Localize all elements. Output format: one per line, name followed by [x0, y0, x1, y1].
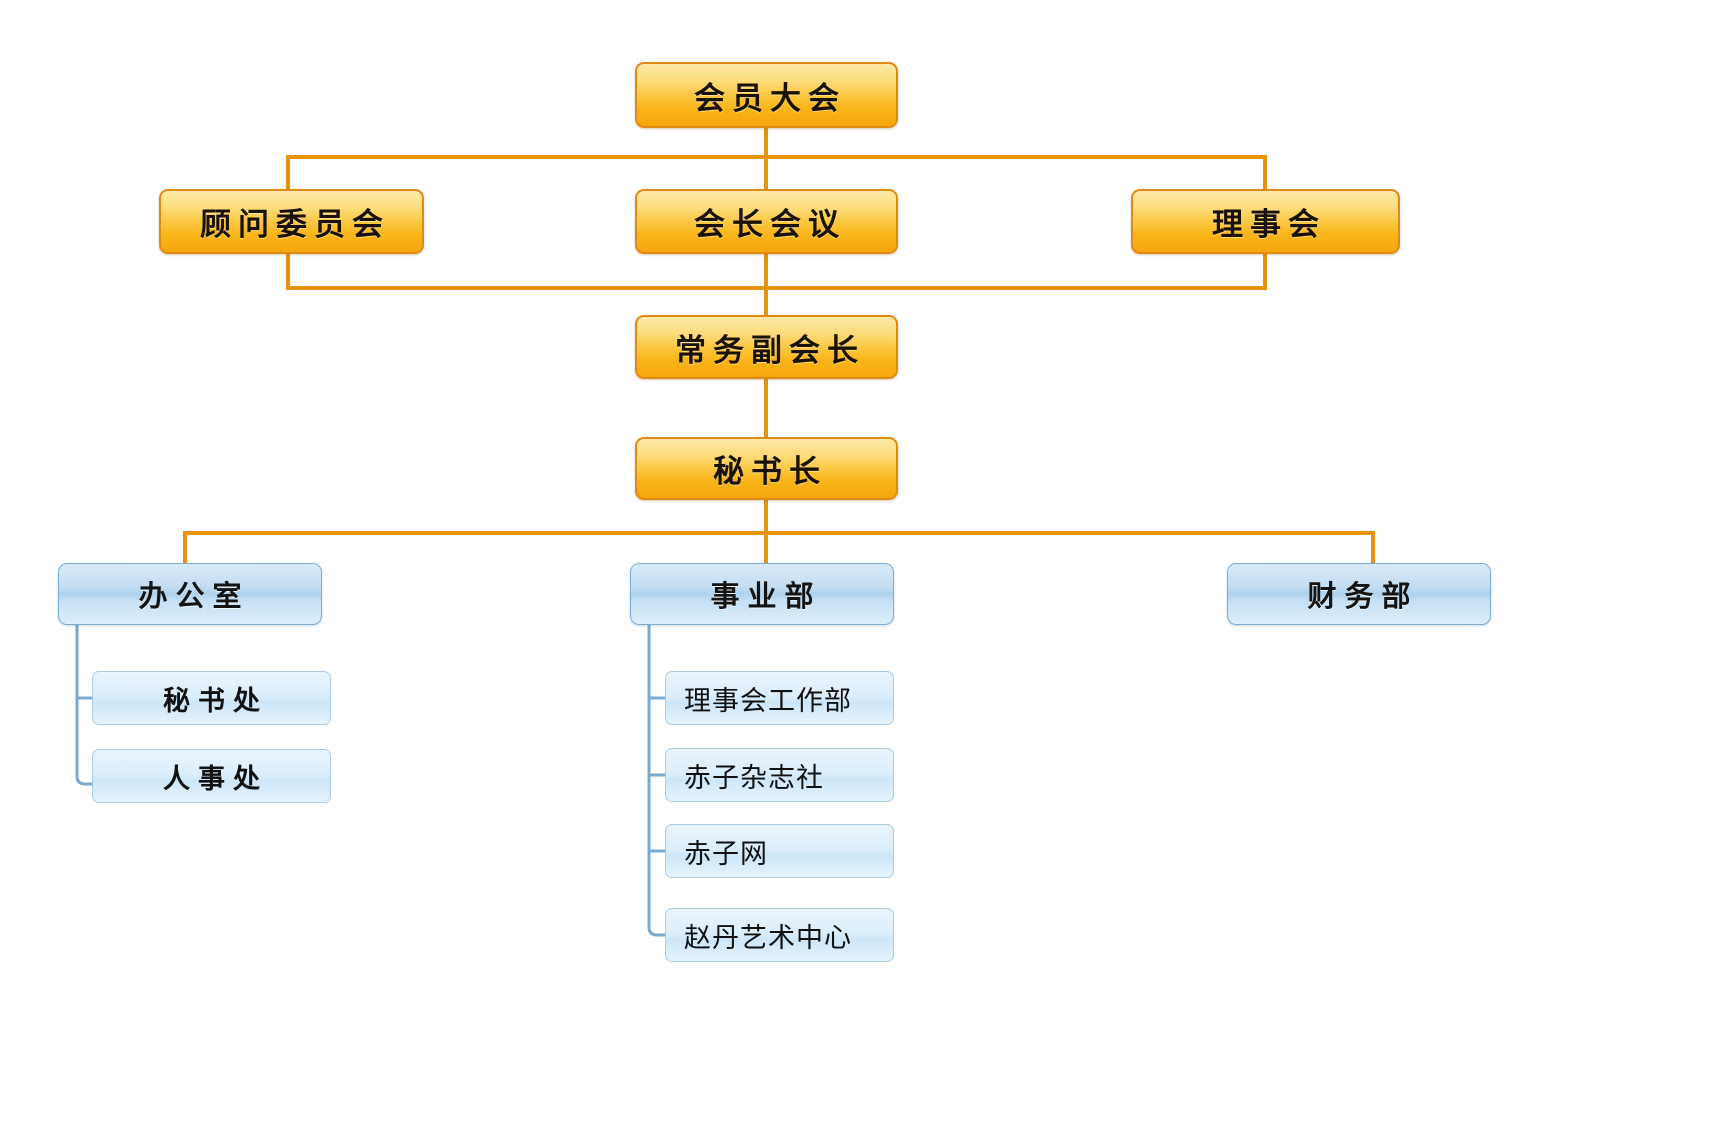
node-personnel-office[interactable]: 人事处 — [92, 749, 331, 803]
node-label: 秘书长 — [713, 454, 827, 490]
node-zhaodan-art-center[interactable]: 赵丹艺术中心 — [665, 908, 894, 962]
node-label: 人事处 — [163, 763, 268, 795]
node-secretariat[interactable]: 秘书处 — [92, 671, 331, 725]
node-chizi-magazine[interactable]: 赤子杂志社 — [665, 748, 894, 802]
node-label: 会长会议 — [694, 207, 846, 243]
node-label: 赵丹艺术中心 — [684, 922, 852, 954]
node-label: 事业部 — [710, 579, 822, 613]
node-label: 秘书处 — [163, 685, 268, 717]
node-label: 理事会 — [1212, 207, 1326, 243]
node-business-division[interactable]: 事业部 — [630, 563, 894, 625]
node-chizi-web[interactable]: 赤子网 — [665, 824, 894, 878]
node-board-of-directors[interactable]: 理事会 — [1131, 189, 1400, 254]
node-label: 赤子杂志社 — [684, 762, 824, 794]
node-assembly[interactable]: 会员大会 — [635, 62, 898, 128]
node-label: 理事会工作部 — [684, 685, 852, 717]
node-office[interactable]: 办公室 — [58, 563, 322, 625]
node-label: 办公室 — [138, 579, 250, 613]
node-label: 赤子网 — [684, 838, 768, 870]
node-secretary-general[interactable]: 秘书长 — [635, 437, 898, 500]
node-president-meeting[interactable]: 会长会议 — [635, 189, 898, 254]
node-label: 会员大会 — [694, 80, 846, 117]
node-finance-department[interactable]: 财务部 — [1227, 563, 1491, 625]
node-label: 财务部 — [1307, 579, 1419, 613]
node-executive-vice-president[interactable]: 常务副会长 — [635, 315, 898, 379]
node-label: 顾问委员会 — [200, 207, 390, 243]
node-advisory-committee[interactable]: 顾问委员会 — [159, 189, 424, 254]
node-board-work-department[interactable]: 理事会工作部 — [665, 671, 894, 725]
node-label: 常务副会长 — [675, 332, 865, 369]
